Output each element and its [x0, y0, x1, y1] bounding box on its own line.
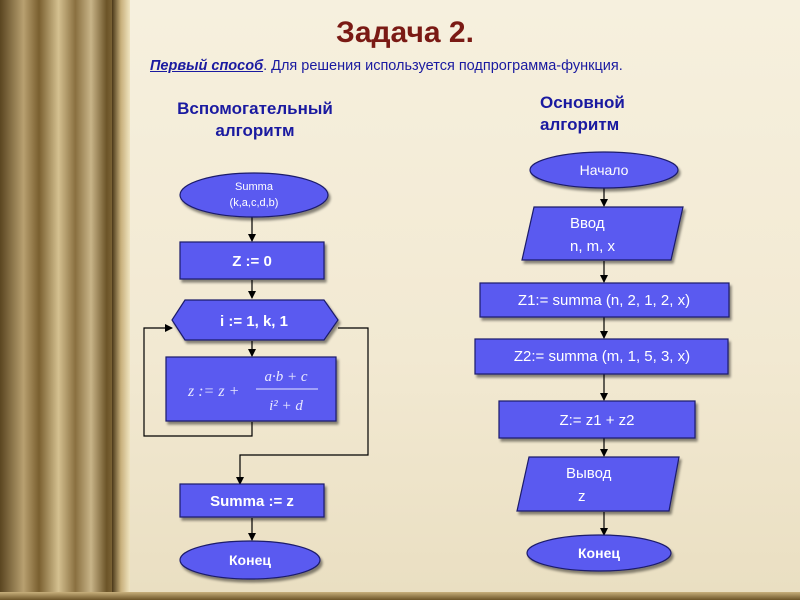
aux-loop-hexagon: i := 1, k, 1: [171, 299, 339, 341]
main-input-label-1: Ввод: [570, 215, 605, 232]
aux-result-label: Summa := z: [210, 493, 294, 510]
main-call2-block: Z2:= summa (m, 1, 5, 3, x): [474, 338, 729, 375]
main-heading-line1: Основной: [540, 93, 625, 112]
aux-heading: Вспомогательный алгоритм: [160, 98, 350, 142]
main-output-label-1: Вывод: [566, 465, 612, 482]
aux-heading-line1: Вспомогательный: [177, 99, 333, 118]
main-sum-label: Z:= z1 + z2: [559, 412, 634, 429]
main-sum-block: Z:= z1 + z2: [498, 400, 696, 439]
slide-subtitle: Первый способ. Для решения используется …: [150, 58, 623, 74]
main-heading-line2: алгоритм: [540, 115, 620, 134]
aux-formula-block: z := z + a·b + c i² + d: [165, 356, 337, 422]
formula-denominator: i² + d: [269, 398, 303, 414]
aux-end-ellipse: Конец: [179, 540, 321, 580]
subtitle-rest: . Для решения используется подпрограмма-…: [263, 58, 623, 74]
main-output-label-2: z: [578, 488, 586, 505]
decorative-frame: [0, 0, 130, 600]
aux-loop-label: i := 1, k, 1: [220, 313, 288, 330]
main-call1-block: Z1:= summa (n, 2, 1, 2, x): [479, 282, 730, 318]
main-start-label: Начало: [580, 162, 629, 178]
aux-init-label: Z := 0: [232, 253, 272, 270]
main-input-label-2: n, m, x: [570, 238, 616, 255]
aux-start-ellipse: Summa (k,a,c,d,b): [179, 172, 329, 218]
aux-start-label-1: Summa: [235, 181, 274, 193]
formula-lhs: z := z +: [187, 383, 239, 400]
main-end-label: Конец: [578, 545, 620, 561]
aux-heading-line2: алгоритм: [215, 121, 295, 140]
frame-bottom-edge: [0, 592, 800, 600]
main-call1-label: Z1:= summa (n, 2, 1, 2, x): [518, 292, 690, 309]
aux-connectors: [143, 216, 369, 541]
aux-result-block: Summa := z: [179, 483, 325, 518]
slide-title: Задача 2.: [336, 16, 474, 49]
aux-end-label: Конец: [229, 552, 271, 568]
subtitle-emphasis: Первый способ: [150, 58, 264, 74]
formula-numerator: a·b + c: [264, 369, 307, 385]
aux-start-label-2: (k,a,c,d,b): [230, 197, 279, 209]
main-heading: Основной алгоритм: [540, 92, 625, 136]
main-start-ellipse: Начало: [529, 151, 679, 189]
main-call2-label: Z2:= summa (m, 1, 5, 3, x): [514, 348, 690, 365]
aux-init-block: Z := 0: [179, 241, 325, 280]
main-input-parallelogram: Ввод n, m, x: [521, 206, 684, 261]
main-end-ellipse: Конец: [526, 534, 672, 572]
main-output-parallelogram: Вывод z: [516, 456, 680, 512]
